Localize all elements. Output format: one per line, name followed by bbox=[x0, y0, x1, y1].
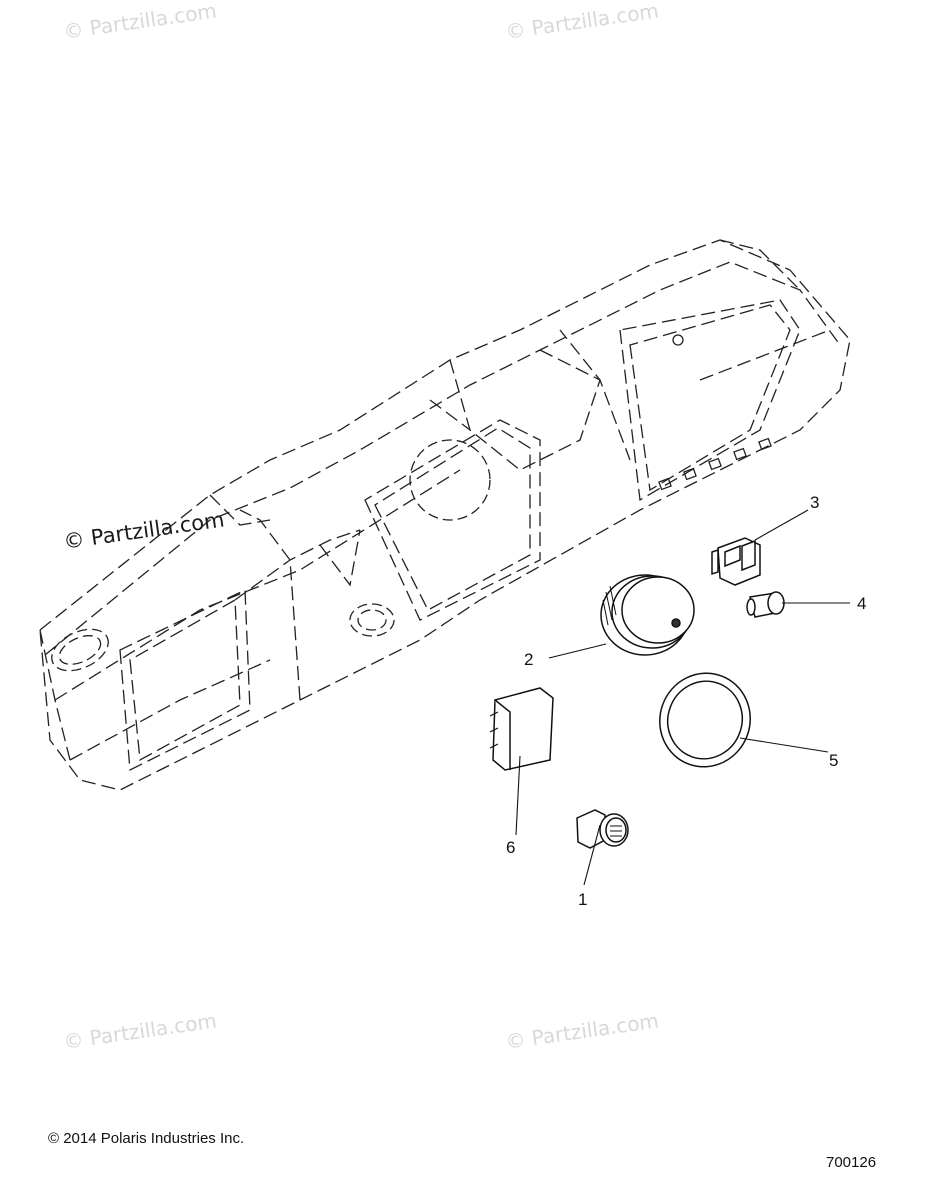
copyright-notice: © 2014 Polaris Industries Inc. bbox=[48, 1130, 245, 1147]
dashboard-fastener-hole bbox=[672, 334, 684, 346]
part-2-gauge bbox=[600, 574, 695, 656]
dashboard-outline bbox=[39, 239, 851, 791]
callout-5: 5 bbox=[829, 751, 839, 770]
part-4-power-outlet bbox=[746, 591, 785, 618]
part-5-bezel-ring bbox=[659, 672, 751, 768]
dashboard-gauge-opening bbox=[51, 628, 109, 672]
callout-4: 4 bbox=[857, 594, 867, 613]
callout-2: 2 bbox=[524, 650, 534, 669]
dashboard-center-gauge bbox=[349, 439, 491, 637]
callout-3: 3 bbox=[810, 493, 820, 512]
drawing-number: 700126 bbox=[826, 1154, 877, 1171]
callout-6: 6 bbox=[506, 838, 516, 857]
dashboard-switch-slots bbox=[658, 437, 772, 491]
part-6-switch-block bbox=[489, 687, 554, 771]
callout-1: 1 bbox=[578, 890, 588, 909]
part-1-ignition-switch bbox=[576, 809, 629, 849]
part-3-rocker-switch bbox=[711, 537, 761, 586]
leader-lines bbox=[515, 509, 850, 886]
